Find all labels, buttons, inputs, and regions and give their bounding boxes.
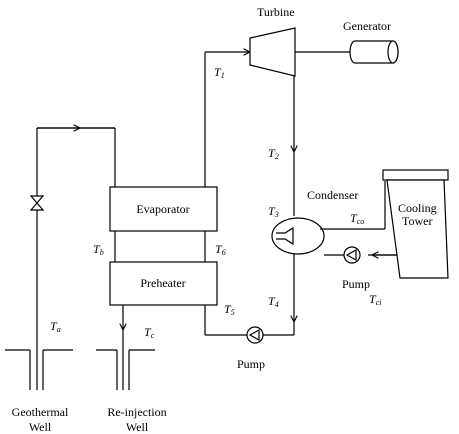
geothermal-supply-pipe — [36, 128, 116, 390]
temp-tb: Tb — [93, 242, 104, 257]
cooling-tower-label-1: Cooling — [398, 201, 437, 215]
vapor-pipe-to-turbine — [204, 52, 250, 187]
geothermal-well-label-2: Well — [29, 420, 52, 434]
generator-icon — [349, 40, 399, 64]
geothermal-well-label-1: Geothermal — [12, 405, 69, 419]
reinjection-well-symbol — [96, 349, 155, 390]
cooling-pump-label: Pump — [342, 277, 370, 291]
temp-tco: Tco — [350, 211, 364, 226]
temp-ta: Ta — [50, 319, 61, 334]
reinjection-well-label-2: Well — [126, 420, 149, 434]
turbine-label: Turbine — [257, 5, 295, 19]
generator-label: Generator — [343, 19, 391, 33]
temp-t4: T4 — [268, 294, 279, 309]
cooling-tower-label-2: Tower — [402, 214, 432, 228]
reinjection-well-label-1: Re-injection — [107, 405, 166, 419]
temp-t5: T5 — [224, 302, 235, 317]
working-fluid-pump-label: Pump — [237, 357, 265, 371]
temp-t3: T3 — [268, 204, 279, 219]
cooling-tower-icon — [382, 169, 449, 279]
working-fluid-pump-icon — [246, 326, 264, 344]
temp-t1: T1 — [214, 65, 225, 80]
cooling-water-out-pipe — [320, 181, 386, 230]
evaporator-label: Evaporator — [136, 202, 189, 216]
preheater: Preheater — [109, 261, 218, 306]
temp-t6: T6 — [215, 242, 226, 257]
cooling-pump-icon — [343, 246, 361, 264]
geothermal-well-symbol — [5, 349, 73, 390]
temp-t2: T2 — [268, 146, 279, 161]
preheater-label: Preheater — [140, 276, 185, 290]
condenser-icon — [271, 217, 325, 255]
temp-tci: Tci — [369, 292, 381, 307]
condenser-label: Condenser — [307, 188, 358, 202]
valve-icon — [29, 195, 45, 211]
temp-tc: Tc — [144, 325, 155, 340]
evaporator: Evaporator — [109, 186, 218, 232]
turbine-icon — [249, 27, 296, 77]
